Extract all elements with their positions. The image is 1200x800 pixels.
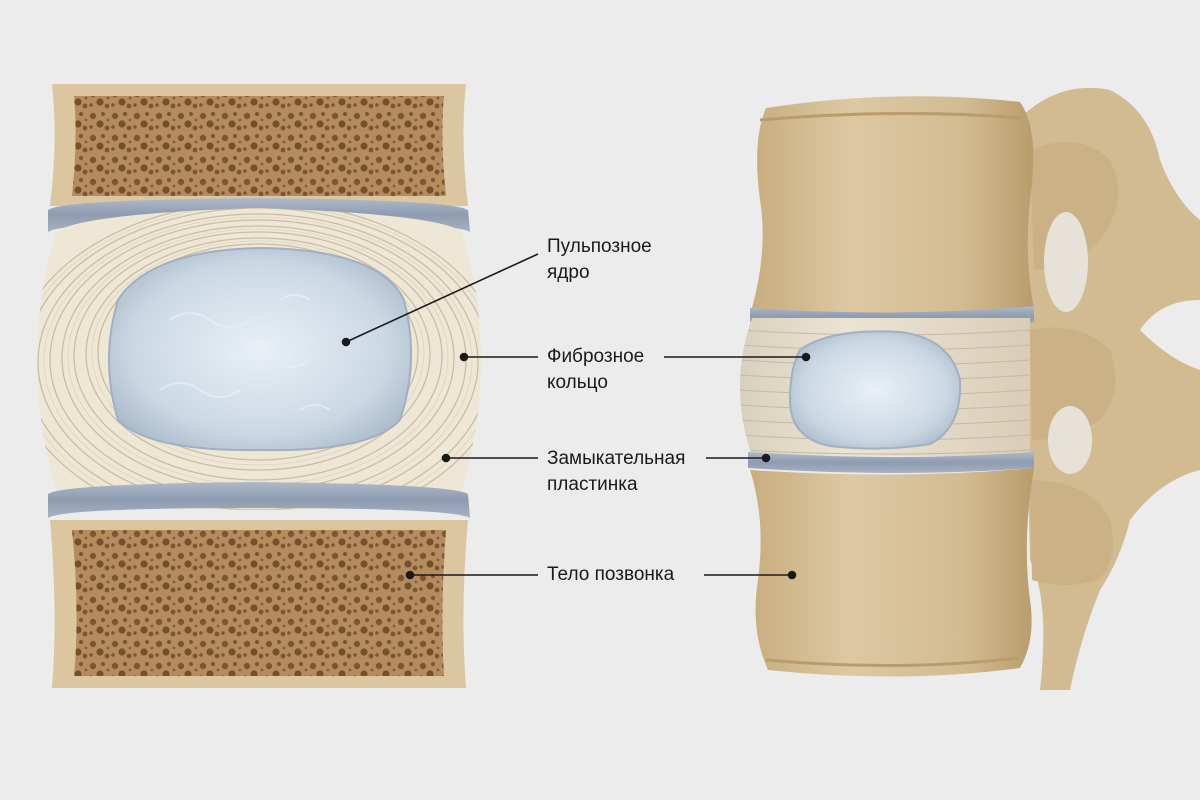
label-nucleus-line1: Пульпозное — [547, 236, 652, 257]
label-endplate-line2: пластинка — [547, 474, 638, 495]
label-annulus-line1: Фиброзное — [547, 346, 645, 367]
cross-section-view — [37, 84, 481, 688]
nucleus-pulposus — [108, 246, 413, 452]
lower-endplate — [48, 482, 470, 518]
lower-vertebra-side — [750, 468, 1034, 677]
leader-nucleus — [345, 253, 539, 343]
label-annulus-line2: кольцо — [547, 372, 608, 393]
lower-endplate-side — [748, 452, 1034, 473]
label-nucleus-line2: ядро — [547, 262, 590, 283]
label-endplate-line1: Замыкательная — [547, 448, 686, 469]
label-nucleus-pulposus: Пульпозное ядро — [547, 234, 652, 286]
upper-vertebra-side — [752, 96, 1034, 315]
leader-lines — [341, 253, 811, 580]
side-view — [740, 87, 1200, 690]
label-annulus-fibrosus: Фиброзное кольцо — [547, 344, 644, 396]
label-body-line1: Тело позвонка — [547, 564, 675, 585]
label-vertebral-body: Тело позвонка — [547, 562, 674, 588]
nucleus-side — [788, 330, 962, 450]
label-endplate: Замыкательная пластинка — [547, 446, 685, 498]
